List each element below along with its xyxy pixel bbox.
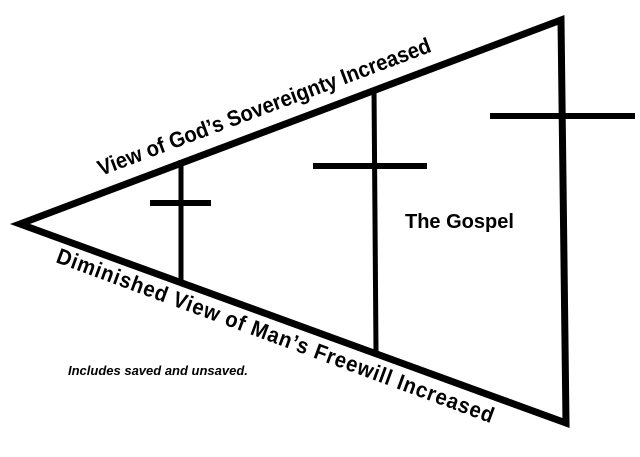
center-label: The Gospel <box>405 211 514 233</box>
small-cross <box>150 160 211 283</box>
medium-cross <box>313 87 427 353</box>
top-label: View of God’s Sovereignty Increased <box>94 34 434 181</box>
bottom-label: Diminished View of Man’s Freewill Increa… <box>53 244 497 428</box>
footnote: Includes saved and unsaved. <box>68 363 248 378</box>
triangle-outline <box>9 14 570 429</box>
